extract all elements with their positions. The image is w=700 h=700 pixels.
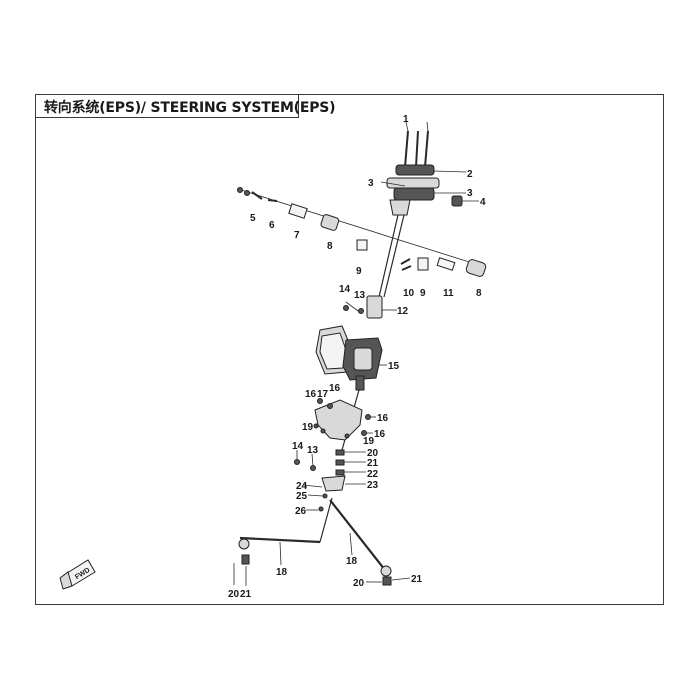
callout-16b: 16 xyxy=(329,383,341,394)
callout-21c: 21 xyxy=(411,574,423,585)
small-parts xyxy=(302,484,328,512)
callout-19a: 19 xyxy=(302,422,314,433)
bolts-top xyxy=(404,121,429,168)
callout-4: 4 xyxy=(480,197,486,208)
callout-26: 26 xyxy=(295,506,307,517)
callout-15: 15 xyxy=(388,361,400,372)
callout-13a: 13 xyxy=(354,290,366,301)
callout-9b: 9 xyxy=(420,288,426,299)
page-title: 转向系统(EPS)/ STEERING SYSTEM(EPS) xyxy=(44,100,336,116)
callout-7: 7 xyxy=(294,230,300,241)
callout-3b: 3 xyxy=(467,188,473,199)
callout-21b: 21 xyxy=(240,589,252,600)
cap-part xyxy=(451,195,479,207)
callout-2: 2 xyxy=(467,169,473,180)
eps-motor xyxy=(315,325,387,391)
washer-stack xyxy=(321,449,366,492)
callout-14b: 14 xyxy=(292,441,304,452)
callout-18a: 18 xyxy=(346,556,358,567)
callout-13b: 13 xyxy=(307,445,319,456)
callout-20b: 20 xyxy=(228,589,240,600)
fwd-arrow-icon: FWD xyxy=(59,559,96,590)
callout-16d: 16 xyxy=(374,429,386,440)
callout-8b: 8 xyxy=(476,288,482,299)
callout-5: 5 xyxy=(250,213,256,224)
callout-17: 17 xyxy=(317,389,329,400)
callout-21: 21 xyxy=(367,458,379,469)
callout-3a: 3 xyxy=(368,178,374,189)
axis-line xyxy=(237,188,486,268)
callout-22: 22 xyxy=(367,469,379,480)
callout-1: 1 xyxy=(403,114,409,125)
callout-6: 6 xyxy=(269,220,275,231)
axis-parts xyxy=(237,187,487,277)
callout-14a: 14 xyxy=(339,284,351,295)
callout-24: 24 xyxy=(296,481,308,492)
diagram-frame xyxy=(35,94,664,605)
lower-joints xyxy=(233,554,411,586)
callout-20: 20 xyxy=(367,448,379,459)
callout-23: 23 xyxy=(367,480,379,491)
title-box xyxy=(35,94,299,118)
callout-19b: 19 xyxy=(363,436,375,447)
universal-joint xyxy=(343,295,397,319)
callout-labels: 1 2 3 3 4 5 6 7 8 9 9 10 11 8 12 13 14 1… xyxy=(228,114,486,600)
callout-16c: 16 xyxy=(377,413,389,424)
callout-10: 10 xyxy=(403,288,415,299)
callout-12: 12 xyxy=(397,306,409,317)
callout-20c: 20 xyxy=(353,578,365,589)
tie-rods xyxy=(238,497,392,577)
callout-9a: 9 xyxy=(356,266,362,277)
steering-clamps xyxy=(380,164,467,201)
callout-8a: 8 xyxy=(327,241,333,252)
callout-25: 25 xyxy=(296,491,308,502)
lower-bolts xyxy=(294,450,316,471)
callout-16a: 16 xyxy=(305,389,317,400)
callout-11: 11 xyxy=(443,288,454,299)
callout-18b: 18 xyxy=(276,567,288,578)
mount-bracket xyxy=(313,398,376,441)
steering-column xyxy=(378,199,411,298)
